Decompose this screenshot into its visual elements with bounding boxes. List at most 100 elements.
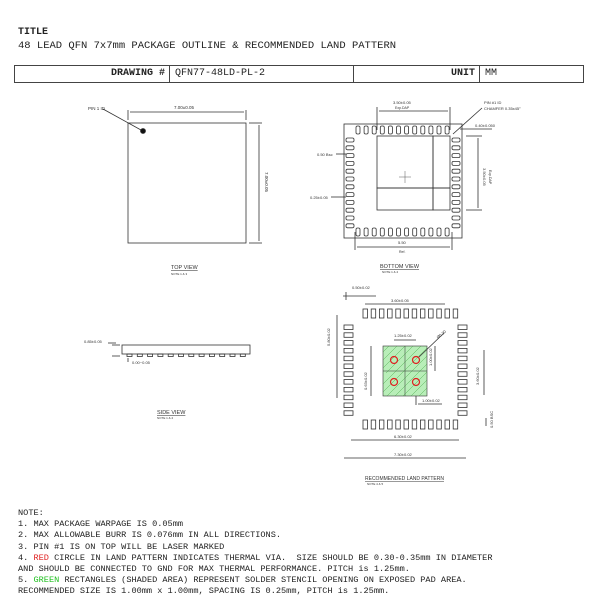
side-lead [136, 353, 143, 357]
land-pads-top [362, 308, 459, 319]
bottom-leads-top [355, 125, 450, 135]
land-pad [436, 419, 442, 430]
lp-via-dia-dim: Ø0.30 [435, 328, 447, 339]
lead [345, 199, 355, 205]
lead [404, 227, 410, 237]
side-view-caption: SIDE VIEW [157, 410, 186, 416]
lead [345, 145, 355, 151]
land-pad [457, 340, 468, 346]
bottom-view-sub: NOTE 1 & 2 [382, 270, 399, 274]
thermal-via-3 [389, 377, 399, 387]
epad-bottom-right [432, 187, 451, 211]
land-pad [343, 347, 354, 354]
side-lead [219, 353, 226, 357]
lead [387, 227, 393, 237]
lead-width-dim: 0.40±0.050 [475, 123, 496, 128]
span-dim: 5.50 [398, 240, 407, 245]
bottom-leads-right [451, 137, 461, 229]
lead [451, 207, 461, 213]
lp-left-inner-dim: 0.63±0.02 [363, 371, 368, 390]
package-drawing: PIN 1 ID 7.00±0.05 7.00±0.05 TOP VIEW NO… [84, 100, 521, 486]
epad-width-dim: 3.50±0.05 [393, 100, 412, 105]
side-leads [126, 353, 246, 357]
land-pattern-caption: RECOMMENDED LAND PATTERN [365, 476, 444, 482]
epad-bottom-left [376, 187, 434, 211]
lp-epad-dim: 3.60±0.05 [391, 298, 410, 303]
lp-inner-span-dim: 6.30±0.02 [394, 434, 413, 439]
lead [451, 215, 461, 221]
pin1-leader [102, 108, 142, 131]
land-pad [457, 410, 468, 416]
bottom-leads-bottom [355, 227, 450, 237]
side-lead [178, 353, 184, 357]
lead [451, 199, 461, 205]
land-pad [378, 308, 385, 319]
lead [345, 176, 355, 182]
note-5-text: RECTANGLES (SHADED AREA) REPRESENT SOLDE… [59, 575, 467, 586]
bottom-leads-left [345, 137, 355, 229]
note-4-cont: AND SHOULD BE CONNECTED TO GND FOR MAX T… [18, 564, 410, 575]
lead [345, 168, 355, 174]
lead [371, 125, 377, 135]
lead [451, 184, 461, 190]
land-pad [343, 363, 354, 369]
land-pads-right [457, 324, 468, 416]
land-pad [343, 340, 354, 346]
side-lead [147, 353, 154, 357]
notes-block: NOTE: 1. MAX PACKAGE WARPAGE IS 0.05mm 2… [18, 508, 492, 598]
lead [412, 125, 418, 135]
lp-stencil-h-dim: 1.00±0.02 [428, 347, 433, 366]
span-sub: Ref. [399, 250, 405, 254]
lead [451, 176, 461, 182]
land-pad [362, 308, 368, 319]
note-4-text: CIRCLE IN LAND PATTERN INDICATES THERMAL… [48, 552, 493, 563]
lead-length-dim: 0.25±0.05 [310, 195, 329, 200]
lead [451, 160, 461, 166]
top-view-sub: NOTE 1 & 3 [171, 272, 188, 276]
lp-via-pitch-dim: 1.25±0.02 [394, 333, 413, 338]
lead [444, 227, 450, 237]
land-pad [411, 308, 418, 319]
land-pad [370, 308, 377, 319]
land-pad [343, 379, 354, 385]
lead [345, 137, 355, 143]
land-pad [436, 308, 442, 319]
land-pad [419, 308, 426, 319]
land-pad [343, 371, 354, 377]
side-lead [157, 353, 164, 357]
bottom-body [343, 123, 463, 239]
note-2: 2. MAX ALLOWABLE BURR IS 0.076mm IN ALL … [18, 530, 282, 541]
pin1-dot [140, 128, 146, 134]
lead [355, 227, 361, 237]
land-pad [395, 308, 401, 319]
land-pad [419, 419, 426, 430]
land-pad [452, 308, 459, 319]
lead [444, 125, 450, 135]
side-view-sub: NOTE 1 & 2 [157, 416, 174, 420]
side-lead [198, 353, 205, 357]
epad-height-sub: Exp.DAP [488, 170, 492, 185]
lead [363, 227, 369, 237]
pin1-id-label: PIN #1 ID [484, 100, 501, 105]
note-1: 1. MAX PACKAGE WARPAGE IS 0.05mm [18, 519, 184, 530]
lp-outer-span-dim: 7.30±0.02 [394, 452, 413, 457]
lead [363, 125, 369, 135]
bottom-pitch-dim: 0.50 Bsc [317, 152, 333, 157]
land-pad [428, 308, 434, 319]
land-pattern-sub: NOTE 4 & 5 [367, 482, 384, 486]
lead [428, 125, 434, 135]
unit-label: UNIT [450, 68, 475, 79]
land-pad [457, 347, 468, 354]
drawing-header: DRAWING # QFN77-48LD-PL-2 UNIT MM [14, 65, 584, 83]
lead [428, 227, 434, 237]
chamfer-label: CHAMFER 0.35x45° [484, 106, 521, 111]
land-pad [343, 394, 354, 401]
epad-width-sub: Exp.DAP [395, 106, 410, 110]
note-4-red: RED [33, 552, 49, 563]
land-pads-bottom [362, 419, 459, 430]
pin1-label: PIN 1 ID [88, 106, 106, 111]
land-pad [444, 308, 450, 319]
land-pad [343, 402, 354, 408]
lead [345, 160, 355, 166]
land-pattern: 0.50±0.02 3.60±0.05 1.25±0.02 Ø0.30 5.80… [326, 285, 494, 486]
